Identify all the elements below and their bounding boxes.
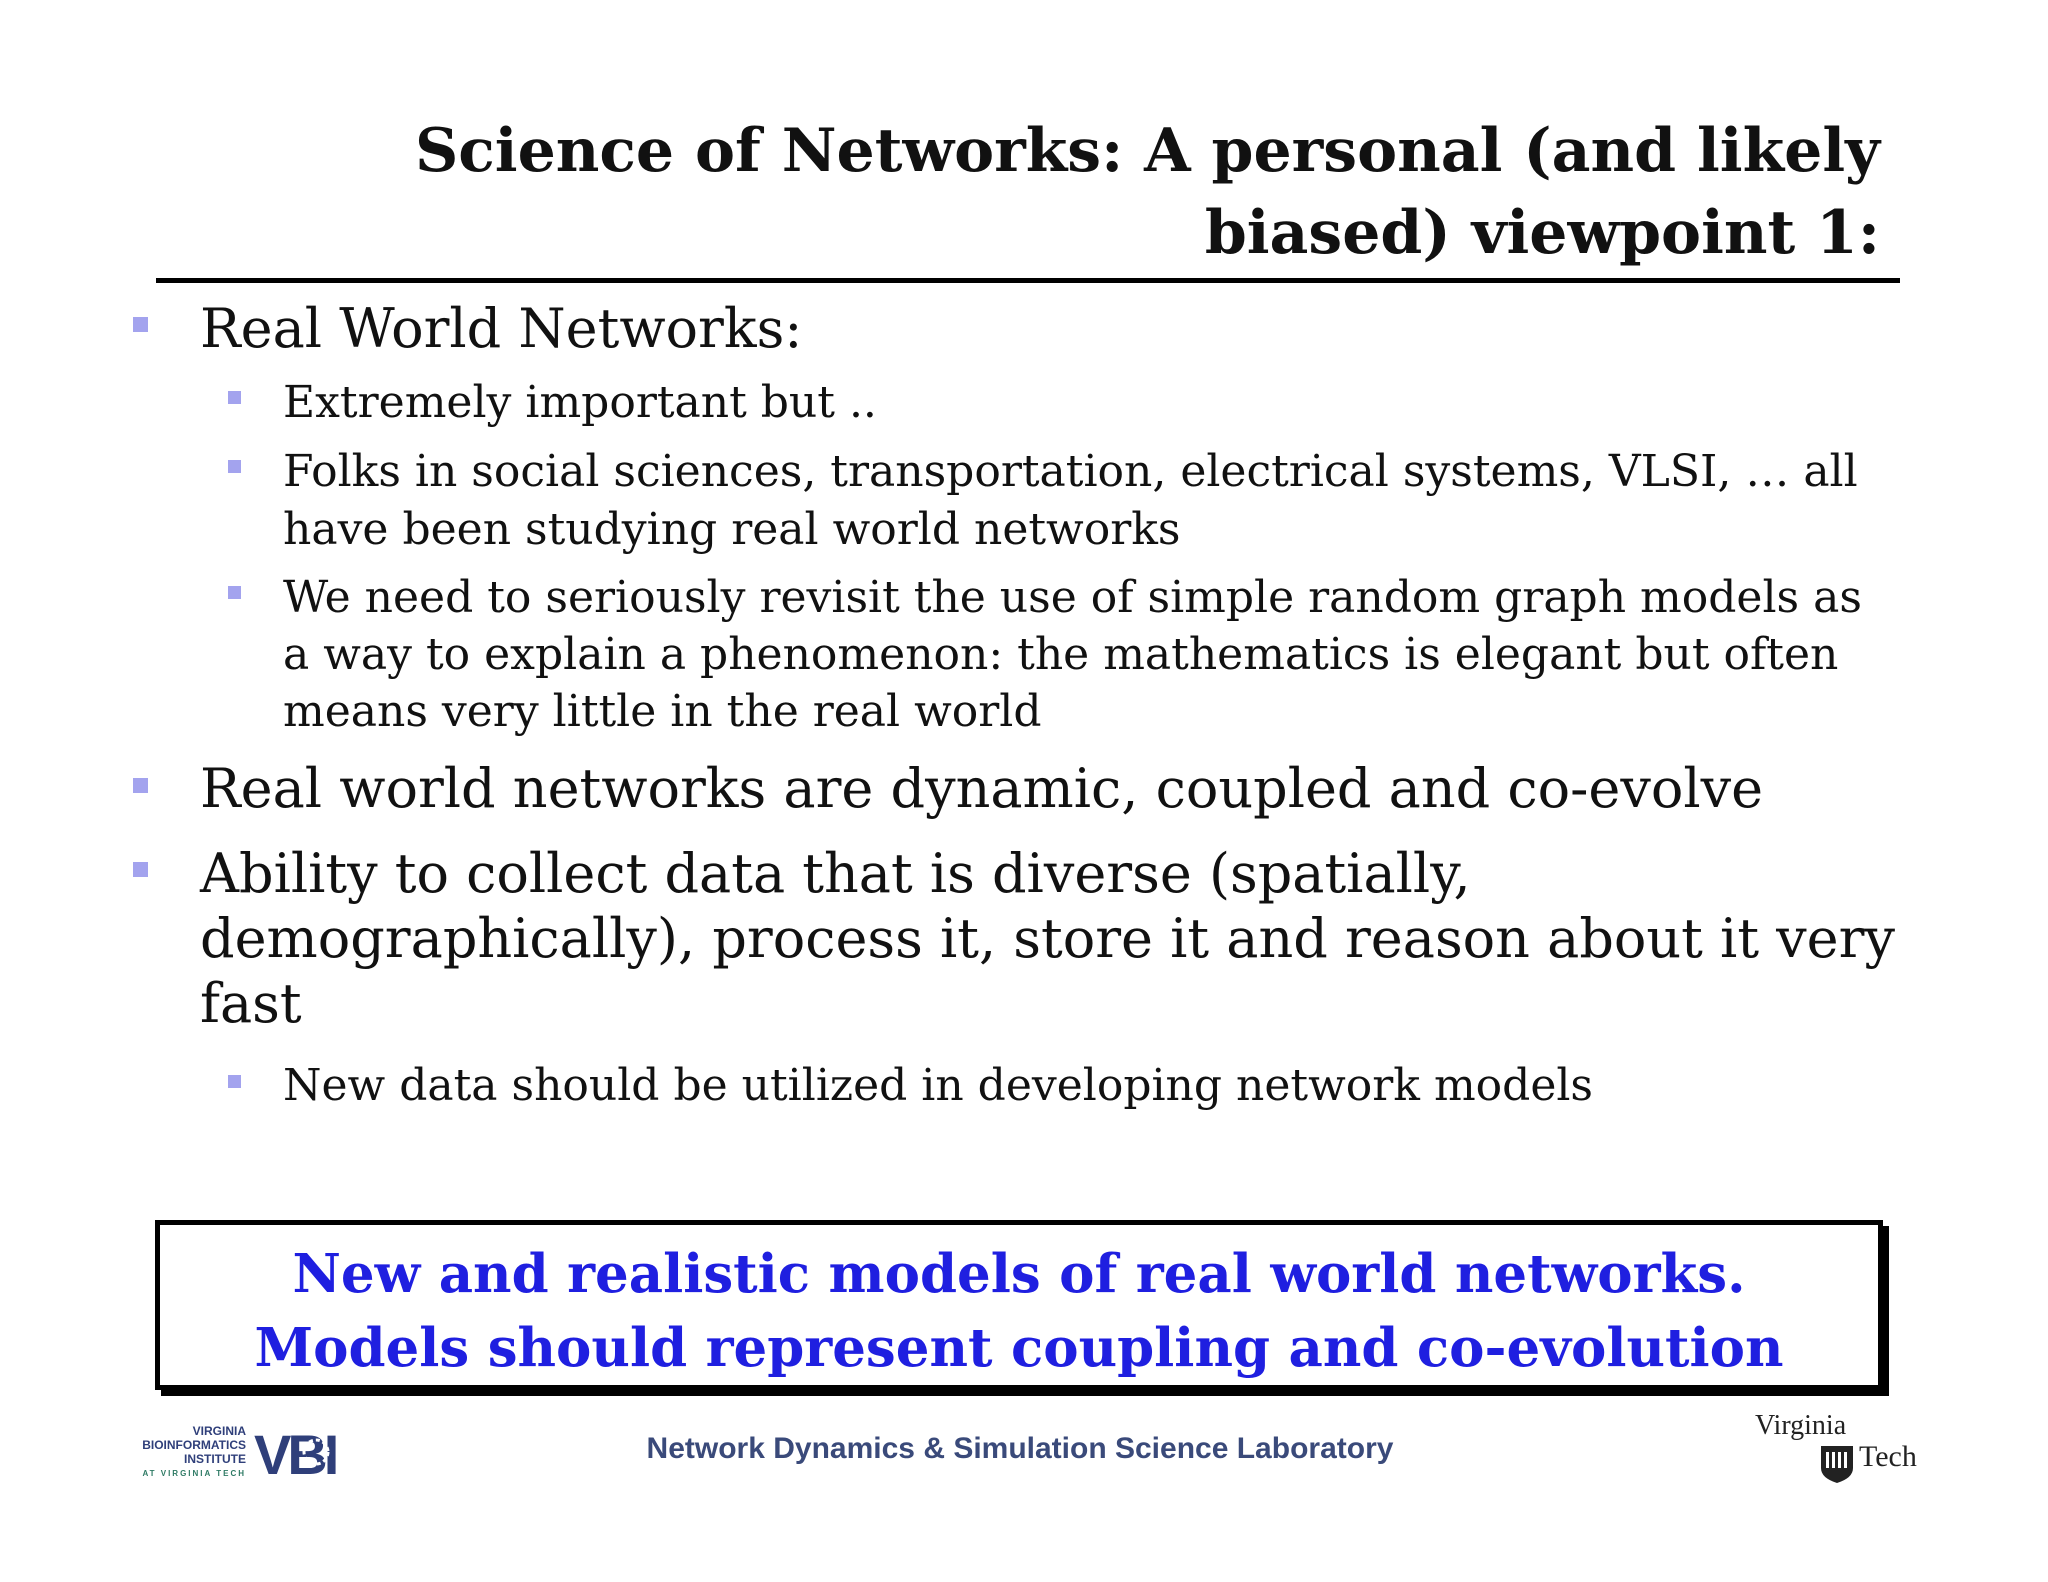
vbi-logo-line-3: INSTITUTE: [184, 1452, 246, 1466]
footer-lab-name: Network Dynamics & Simulation Science La…: [646, 1432, 1394, 1465]
sub-bullet-marker: [228, 460, 241, 473]
vbi-logo: VIRGINIA BIOINFORMATICS INSTITUTE AT VIR…: [138, 1424, 368, 1484]
slide-title-line-1: Science of Networks: A personal (and lik…: [414, 116, 1880, 186]
vbi-logo-line-1: VIRGINIA: [192, 1424, 246, 1438]
bullet-collect-data-line-2: demographically), process it, store it a…: [200, 907, 1895, 970]
bullet-marker: [133, 862, 148, 877]
sub-bullet-extremely-important: Extremely important but ..: [283, 377, 877, 428]
vbi-mark-icon: VBI: [254, 1424, 340, 1478]
vt-shield-icon: [1821, 1446, 1853, 1483]
sub-bullet-revisit-line-3: means very little in the real world: [283, 686, 1042, 737]
callout-line-2: Models should represent coupling and co-…: [254, 1317, 1784, 1379]
sub-bullet-folks-line-1: Folks in social sciences, transportation…: [283, 446, 1858, 497]
sub-bullet-new-data: New data should be utilized in developin…: [283, 1060, 1594, 1111]
sub-bullet-marker: [228, 391, 241, 404]
title-underline: [156, 278, 1900, 283]
vt-logo-virginia: Virginia: [1755, 1410, 1847, 1441]
bullet-collect-data-line-1: Ability to collect data that is diverse …: [200, 842, 1471, 905]
vbi-logo-line-4: AT VIRGINIA TECH: [142, 1469, 246, 1478]
sub-bullet-marker: [228, 1075, 241, 1088]
bullet-dynamic-networks: Real world networks are dynamic, coupled…: [200, 757, 1764, 820]
vbi-logo-line-2: BIOINFORMATICS: [142, 1438, 246, 1452]
sub-bullet-revisit-line-1: We need to seriously revisit the use of …: [283, 572, 1862, 623]
virginia-tech-logo: Virginia Tech: [1755, 1410, 1917, 1490]
sub-bullet-folks-line-2: have been studying real world networks: [283, 504, 1181, 555]
vt-logo-tech: Tech: [1859, 1440, 1917, 1473]
slide-title-line-2: biased) viewpoint 1:: [1204, 198, 1880, 268]
vbi-mark-text: VBI: [254, 1424, 336, 1478]
sub-bullet-marker: [228, 586, 241, 599]
bullet-marker: [133, 317, 148, 332]
callout-line-1: New and realistic models of real world n…: [292, 1243, 1746, 1305]
bullet-real-world-networks: Real World Networks:: [200, 297, 803, 360]
bullet-collect-data-line-3: fast: [200, 972, 302, 1035]
slide-title: Science of Networks: A personal (and lik…: [300, 110, 1880, 274]
conclusion-callout-box: New and realistic models of real world n…: [155, 1220, 1883, 1390]
sub-bullet-revisit-line-2: a way to explain a phenomenon: the mathe…: [283, 629, 1839, 680]
bullet-marker: [133, 778, 148, 793]
